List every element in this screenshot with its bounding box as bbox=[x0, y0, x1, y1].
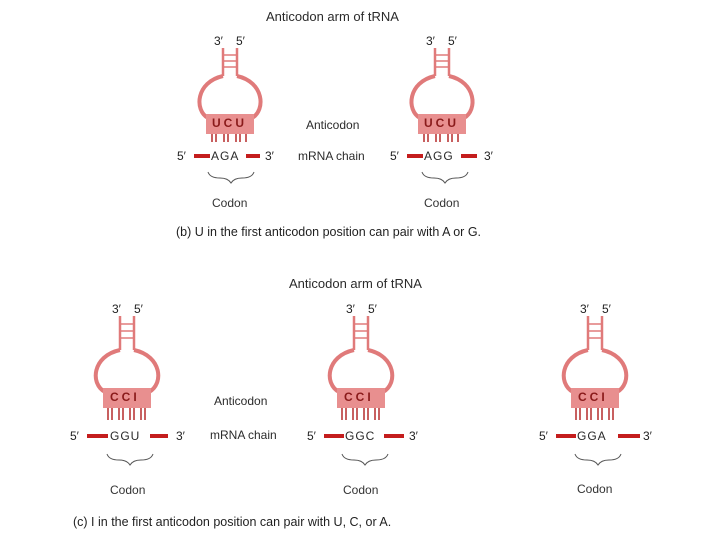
trna-b2-5prime: 5′ bbox=[448, 34, 457, 48]
trna-b1-3prime: 3′ bbox=[214, 34, 223, 48]
trna-c3-mrna-3: 3′ bbox=[643, 429, 652, 443]
panel-c-caption: (c) I in the first anticodon position ca… bbox=[73, 515, 392, 529]
trna-c1-codon-brace bbox=[106, 453, 154, 466]
trna-c3-codon: GGA bbox=[577, 429, 607, 443]
trna-c1-mrna-line-left bbox=[87, 434, 108, 438]
trna-c3-mrna-5: 5′ bbox=[539, 429, 548, 443]
trna-b2-mrna-line-right bbox=[461, 154, 477, 158]
trna-c2-mrna-line-left bbox=[324, 434, 344, 438]
trna-c1-3prime: 3′ bbox=[112, 302, 121, 316]
trna-b2-mrna-5: 5′ bbox=[390, 149, 399, 163]
trna-b1-5prime: 5′ bbox=[236, 34, 245, 48]
panel-c-title: Anticodon arm of tRNA bbox=[289, 276, 422, 291]
trna-c2-codon: GGC bbox=[345, 429, 376, 443]
trna-c1-mrna-5: 5′ bbox=[70, 429, 79, 443]
trna-b1-codon-label: Codon bbox=[212, 196, 248, 210]
trna-b1-mrna-line-right bbox=[246, 154, 260, 158]
trna-b1-codon-brace bbox=[207, 171, 255, 184]
trna-b2-shape bbox=[409, 48, 475, 142]
trna-c2-anticodon: CCI bbox=[344, 390, 374, 404]
trna-c3-codon-brace bbox=[574, 453, 622, 466]
panel-b-anticodon-label: Anticodon bbox=[306, 118, 360, 132]
trna-b1-codon: AGA bbox=[211, 149, 240, 163]
trna-c2-codon-label: Codon bbox=[343, 483, 379, 497]
trna-c2-codon-brace bbox=[341, 453, 389, 466]
trna-c2-shape bbox=[327, 316, 395, 420]
trna-b2-3prime: 3′ bbox=[426, 34, 435, 48]
trna-b1-shape bbox=[197, 48, 263, 142]
panel-c-mrna-label: mRNA chain bbox=[210, 428, 277, 442]
trna-c2-mrna-3: 3′ bbox=[409, 429, 418, 443]
trna-c3-codon-label: Codon bbox=[577, 482, 613, 496]
trna-c1-shape bbox=[93, 316, 161, 420]
trna-b2-mrna-3: 3′ bbox=[484, 149, 493, 163]
trna-c3-5prime: 5′ bbox=[602, 302, 611, 316]
trna-b1-mrna-line-left bbox=[194, 154, 210, 158]
panel-c-anticodon-label: Anticodon bbox=[214, 394, 268, 408]
panel-b-title: Anticodon arm of tRNA bbox=[266, 9, 399, 24]
trna-b2: 3′ 5′ UCU bbox=[398, 30, 518, 230]
trna-c2-5prime: 5′ bbox=[368, 302, 377, 316]
trna-c1-anticodon: CCI bbox=[110, 390, 140, 404]
trna-c3-mrna-line-right bbox=[618, 434, 640, 438]
trna-b1-mrna-5: 5′ bbox=[177, 149, 186, 163]
trna-b2-codon-brace bbox=[421, 171, 469, 184]
trna-c3-3prime: 3′ bbox=[580, 302, 589, 316]
trna-c1-codon-label: Codon bbox=[110, 483, 146, 497]
trna-c2-3prime: 3′ bbox=[346, 302, 355, 316]
trna-c1: 3′ 5′ CCI bbox=[88, 296, 208, 496]
trna-c3-shape bbox=[561, 316, 629, 420]
trna-c2-mrna-5: 5′ bbox=[307, 429, 316, 443]
trna-c1-5prime: 5′ bbox=[134, 302, 143, 316]
trna-c3-mrna-line-left bbox=[556, 434, 576, 438]
trna-b2-codon: AGG bbox=[424, 149, 454, 163]
trna-c1-mrna-line-right bbox=[150, 434, 168, 438]
trna-c1-mrna-3: 3′ bbox=[176, 429, 185, 443]
trna-b2-anticodon: UCU bbox=[424, 116, 459, 130]
trna-c3-anticodon: CCI bbox=[578, 390, 608, 404]
trna-b1-anticodon: UCU bbox=[212, 116, 247, 130]
trna-c2-mrna-line-right bbox=[384, 434, 404, 438]
panel-b-caption: (b) U in the first anticodon position ca… bbox=[176, 225, 482, 239]
trna-b2-codon-label: Codon bbox=[424, 196, 460, 210]
trna-b1: 3′ 5′ UCU bbox=[186, 30, 306, 230]
trna-c2: 3′ 5′ CCI bbox=[322, 296, 442, 496]
trna-b2-mrna-line-left bbox=[407, 154, 423, 158]
trna-c1-codon: GGU bbox=[110, 429, 141, 443]
trna-c3: 3′ 5′ CCI bbox=[556, 296, 676, 496]
panel-b-mrna-label: mRNA chain bbox=[298, 149, 365, 163]
trna-b1-mrna-3: 3′ bbox=[265, 149, 274, 163]
